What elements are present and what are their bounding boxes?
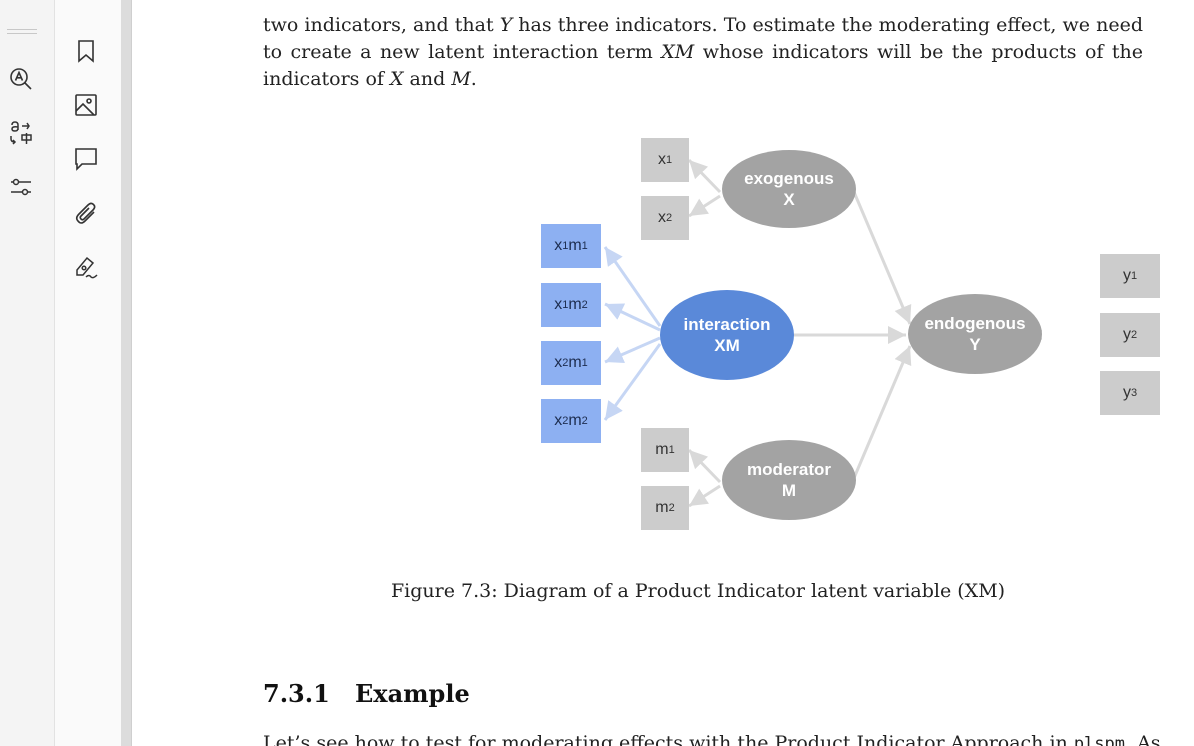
example-paragraph-after: . As: [1125, 732, 1161, 746]
math-symbol: M: [451, 68, 471, 90]
bookmark-icon[interactable]: [71, 36, 101, 66]
section-title: Example: [355, 679, 470, 708]
math-symbol: XM: [661, 41, 695, 63]
diagram-arrows: [603, 158, 1042, 508]
drag-handle-icon[interactable]: [7, 29, 37, 35]
translate-icon[interactable]: [6, 118, 36, 148]
comment-icon[interactable]: [71, 144, 101, 174]
math-symbol: X: [389, 68, 404, 90]
paragraph-text: two indicators, and that: [263, 14, 500, 36]
section-heading: 7.3.1 Example: [263, 679, 470, 708]
paragraph-text: has three indicators. To estimate the mo…: [263, 14, 1144, 63]
attachment-icon[interactable]: [71, 198, 101, 228]
annotation-sidebar: [55, 0, 121, 746]
search-text-icon[interactable]: [6, 64, 36, 94]
paragraph-text: whose indicators will be the products of…: [263, 41, 1143, 90]
document-page: two indicators, and that Y has three ind…: [132, 0, 1194, 746]
paragraph-text: and: [403, 68, 452, 90]
section-number: 7.3.1: [263, 679, 330, 708]
figure-caption: Figure 7.3: Diagram of a Product Indicat…: [391, 580, 1006, 602]
example-paragraph: Let’s see how to test for moderating eff…: [263, 730, 1161, 746]
panel-splitter[interactable]: [121, 0, 132, 746]
example-paragraph-text: Let’s see how to test for moderating eff…: [263, 732, 1074, 746]
intro-paragraph: two indicators, and that Y has three ind…: [263, 12, 1143, 93]
inline-code: plspm: [1073, 734, 1125, 746]
math-symbol: Y: [499, 14, 513, 36]
image-icon[interactable]: [71, 90, 101, 120]
left-tool-rail: [0, 0, 55, 746]
adjust-sliders-icon[interactable]: [6, 172, 36, 202]
sign-icon[interactable]: [71, 252, 101, 282]
paragraph-text: .: [470, 68, 477, 90]
